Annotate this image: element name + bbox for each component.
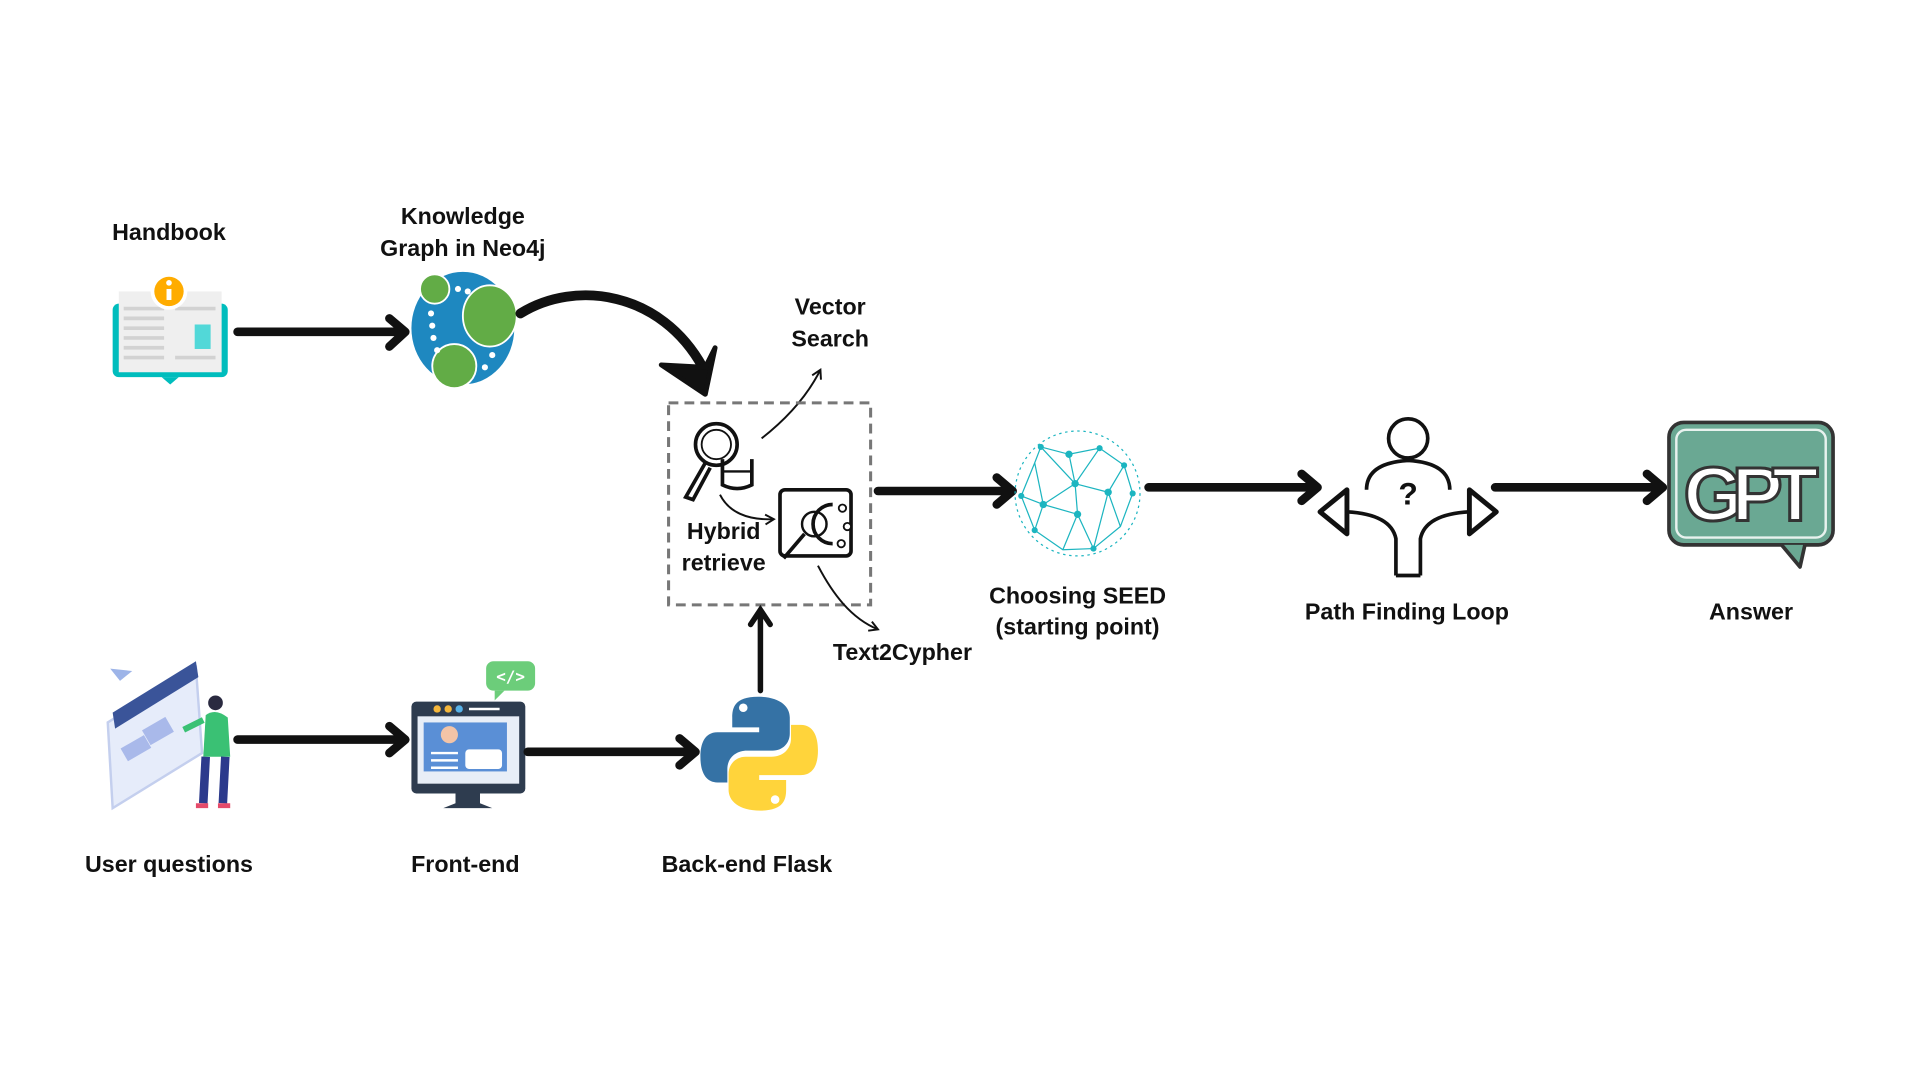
hybrid-retrieve-box (667, 401, 873, 607)
network-sphere-icon (1014, 430, 1141, 557)
svg-text:</>: </> (496, 667, 525, 686)
path-finding-label: Path Finding Loop (1305, 599, 1509, 625)
choosing-seed-label-line2: (starting point) (996, 613, 1160, 639)
answer-label: Answer (1709, 599, 1793, 625)
hybrid-retrieve-label-line2: retrieve (682, 550, 766, 576)
book-info-icon (112, 273, 228, 385)
gpt-chat-icon: GPT (1667, 420, 1835, 569)
knowledge-graph-label-line2: Graph in Neo4j (380, 235, 545, 261)
monitor-code-icon: </> (411, 661, 536, 809)
neo4j-logo-icon (411, 271, 518, 390)
arrow-inner-retrieve (719, 494, 776, 526)
user-questions-label: User questions (85, 851, 253, 877)
arrow-graph-to-retrieve (515, 290, 708, 373)
front-end-label: Front-end (411, 851, 519, 877)
arrow-user-to-frontend (233, 721, 410, 758)
arrow-retrieve-to-seed (873, 473, 1017, 509)
back-end-label: Back-end Flask (662, 851, 833, 877)
svg-text:?: ? (1398, 475, 1417, 511)
arrow-graph-to-retrieve-head (658, 345, 718, 397)
text2cypher-label: Text2Cypher (833, 639, 972, 665)
choosing-seed-label-line1: Choosing SEED (989, 583, 1166, 609)
vector-search-label-line1: Vector (795, 294, 866, 320)
vector-search-label-line2: Search (791, 326, 869, 352)
handbook-label: Handbook (112, 219, 226, 245)
arrow-frontend-to-backend (523, 734, 700, 770)
python-logo-icon (700, 696, 818, 811)
person-decision-icon: ? (1317, 416, 1499, 578)
user-dashboard-icon (106, 661, 231, 811)
knowledge-graph-label-line1: Knowledge (401, 203, 525, 229)
arrow-to-vector-search (761, 368, 822, 440)
arrow-backend-to-retrieve (747, 604, 773, 694)
arrow-path-to-answer (1490, 469, 1668, 506)
svg-text:GPT: GPT (1684, 452, 1819, 537)
arrow-to-text2cypher (817, 565, 880, 632)
hybrid-retrieve-label-line1: Hybrid (687, 518, 761, 544)
arrow-handbook-to-graph (233, 314, 410, 351)
database-search-icon (683, 421, 754, 502)
graph-search-icon (778, 487, 853, 560)
arrow-seed-to-path (1144, 469, 1322, 506)
